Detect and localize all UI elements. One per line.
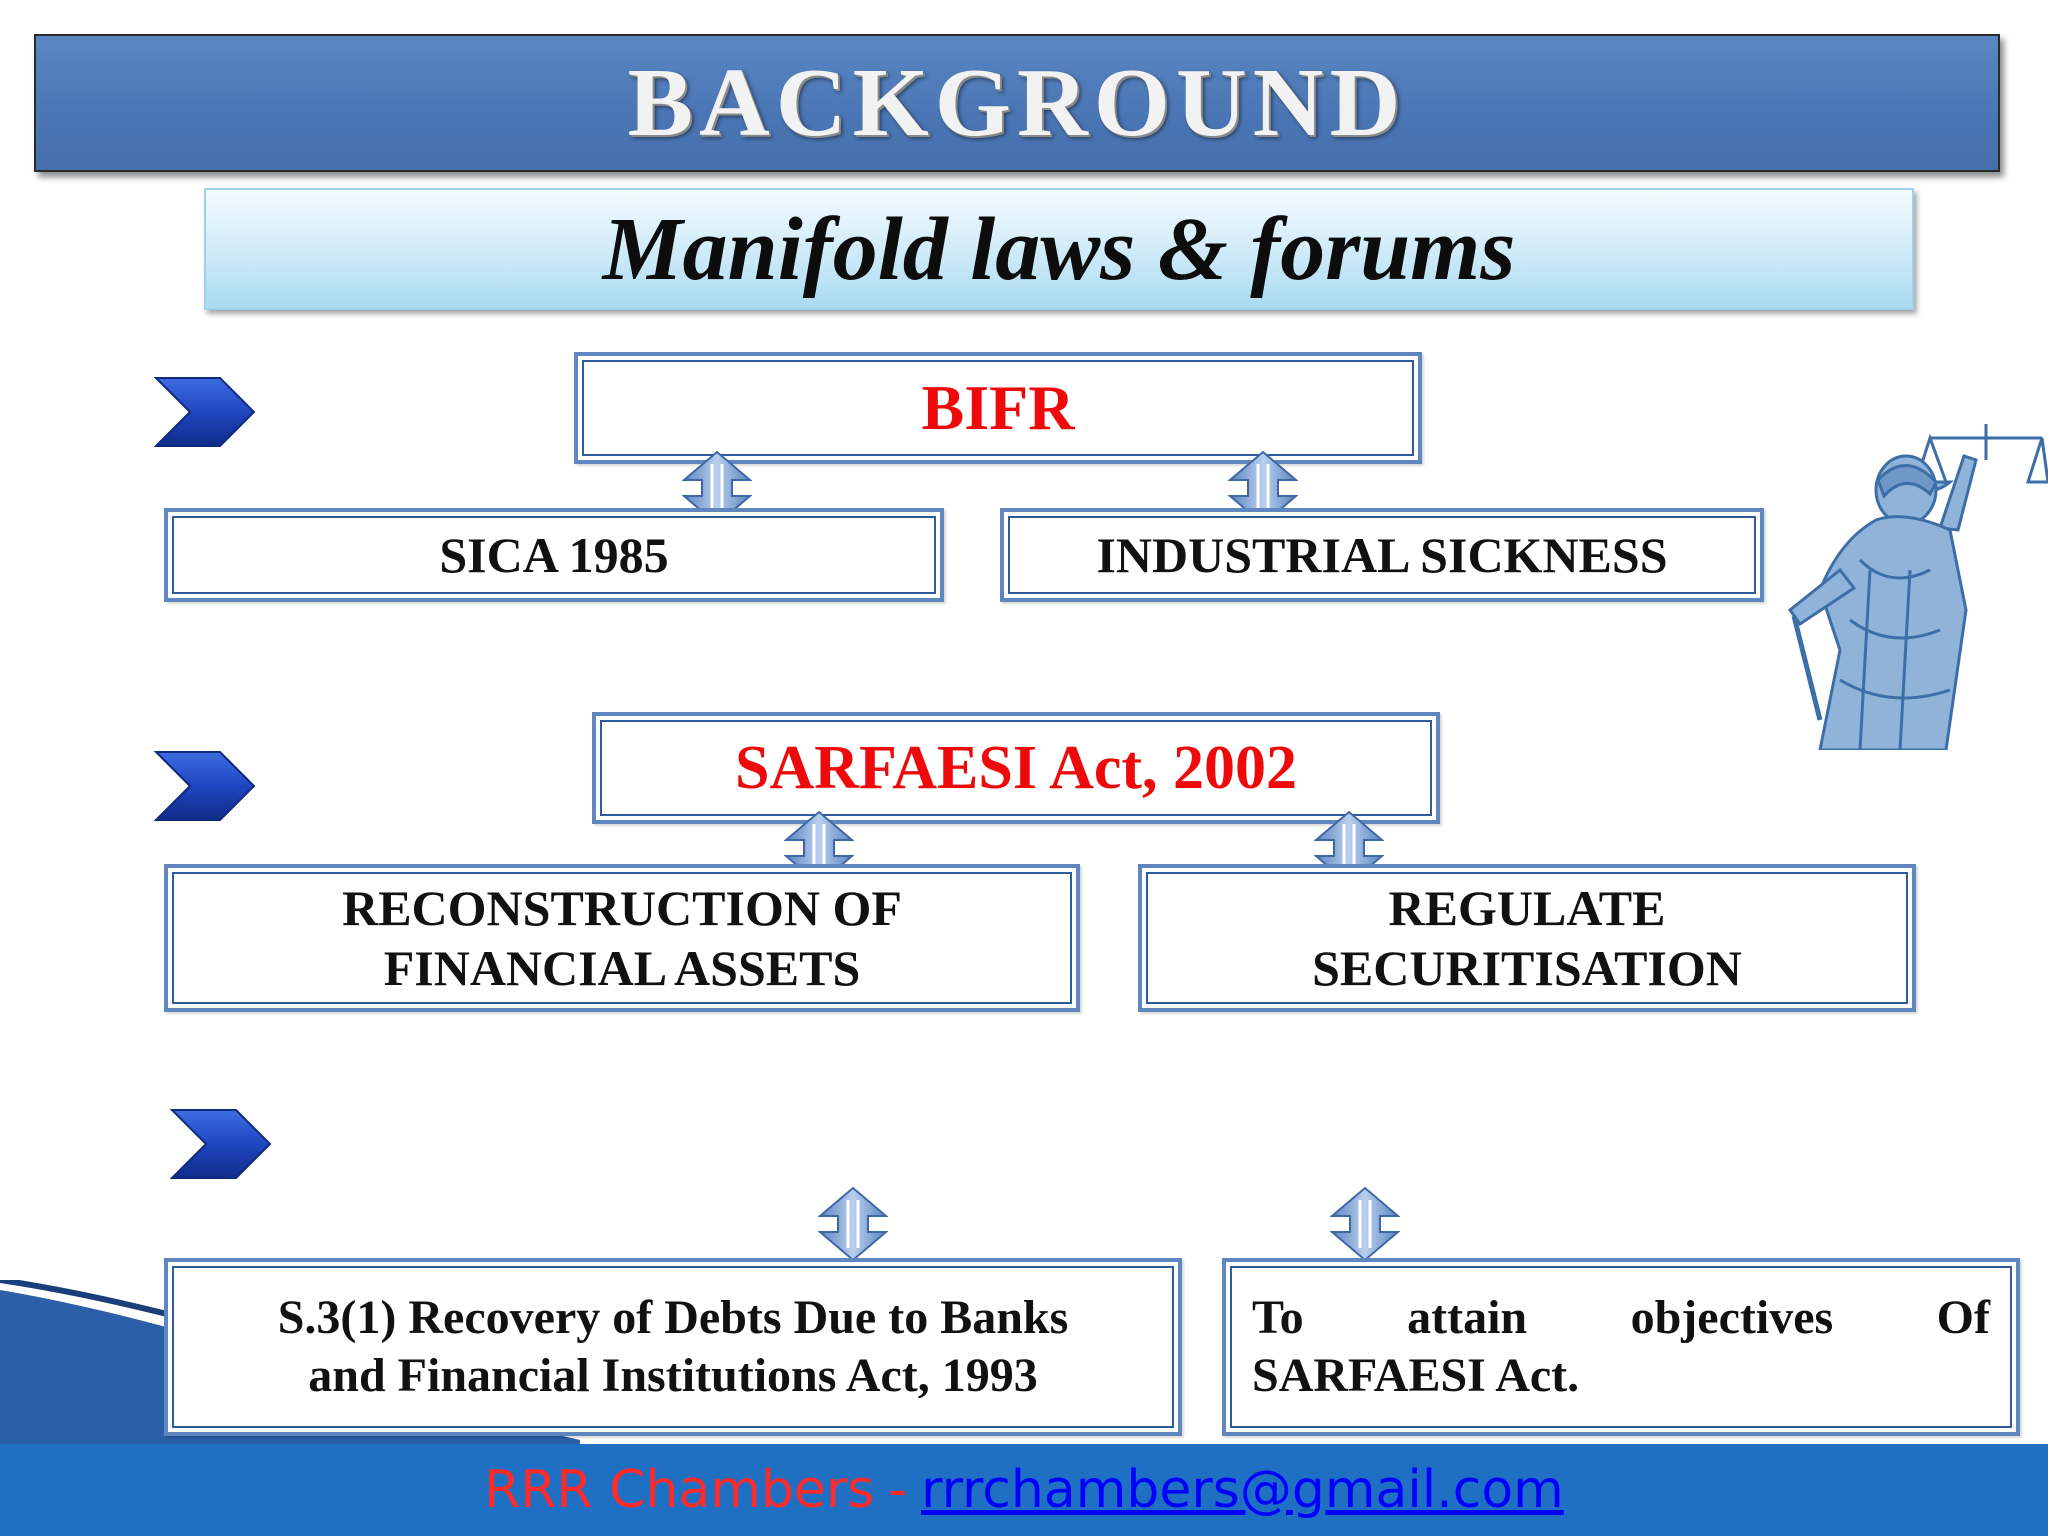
bifr-heading: BIFR [921,371,1075,443]
footer-firm-name: RRR Chambers [484,1460,875,1520]
rdb-act-box: S.3(1) Recovery of Debts Due to Banks an… [164,1258,1182,1436]
footer-separator: - [888,1460,908,1520]
chevron-bullet-icon [169,1109,272,1179]
objectives-line-1: To attain objectives Of [1252,1291,1990,1345]
double-arrow-connector-icon [1330,1186,1400,1262]
securitisation-line-2: SECURITISATION [1312,940,1742,996]
industrial-sickness-label: INDUSTRIAL SICKNESS [1096,527,1668,583]
sica-label: SICA 1985 [439,527,669,583]
reconstruction-line-2: FINANCIAL ASSETS [383,940,861,996]
industrial-sickness-box: INDUSTRIAL SICKNESS [1000,508,1764,602]
subtitle-banner: Manifold laws & forums [204,188,1914,310]
securitisation-box: REGULATE SECURITISATION [1138,864,1916,1012]
footer-bar: RRR Chambers - rrrchambers@gmail.com [0,1444,2048,1536]
slide-title: BACKGROUND [627,49,1407,157]
bifr-heading-box: BIFR [574,352,1422,464]
lady-justice-statue-illustration [1787,424,2048,750]
sica-box: SICA 1985 [164,508,944,602]
double-arrow-connector-icon [818,1186,888,1262]
reconstruction-box: RECONSTRUCTION OF FINANCIAL ASSETS [164,864,1080,1012]
sarfaesi-heading-box: SARFAESI Act, 2002 [592,712,1440,824]
objectives-line-2: SARFAESI Act. [1252,1349,1580,1402]
securitisation-line-1: REGULATE [1388,880,1666,936]
reconstruction-line-1: RECONSTRUCTION OF [342,880,902,936]
rdb-act-line-1: S.3(1) Recovery of Debts Due to Banks [277,1291,1069,1345]
sarfaesi-heading: SARFAESI Act, 2002 [734,733,1298,802]
chevron-bullet-icon [153,377,256,447]
objectives-box: To attain objectives Of SARFAESI Act. [1222,1258,2020,1436]
chevron-bullet-icon [153,751,256,821]
title-banner: BACKGROUND [34,34,2000,172]
slide-subtitle: Manifold laws & forums [602,199,1516,299]
footer-email-link[interactable]: rrrchambers@gmail.com [921,1460,1564,1520]
rdb-act-line-2: and Financial Institutions Act, 1993 [308,1349,1038,1402]
